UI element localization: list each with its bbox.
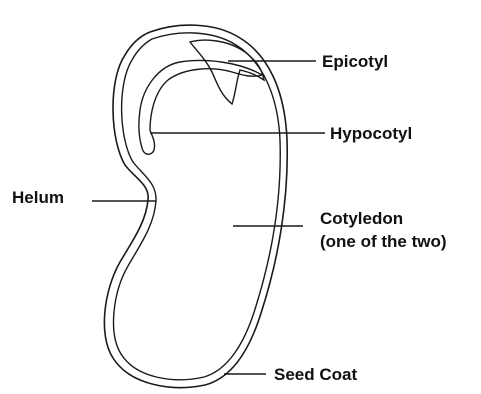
seed-coat-outline — [104, 25, 287, 387]
helum-label: Helum — [12, 188, 64, 207]
epicotyl-shape — [190, 40, 264, 104]
hypocotyl-label: Hypocotyl — [330, 124, 412, 143]
epicotyl-label: Epicotyl — [322, 52, 388, 71]
cotyledon-sublabel: (one of the two) — [320, 232, 447, 251]
cotyledon-label: Cotyledon — [320, 209, 403, 228]
seed-coat-label: Seed Coat — [274, 365, 357, 384]
hypocotyl-shape — [139, 61, 262, 155]
